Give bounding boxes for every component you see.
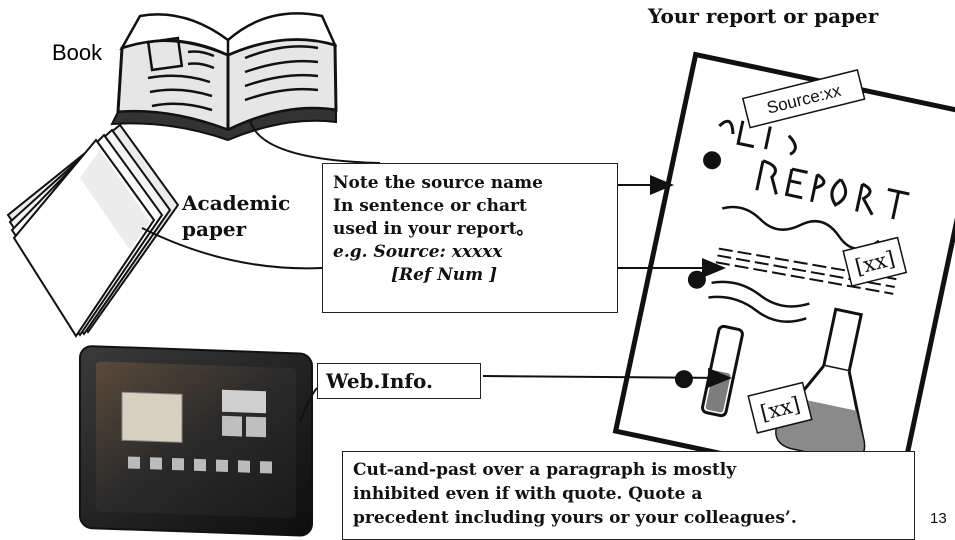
warning-line-1: Cut-and-past over a paragraph is mostly [353, 460, 737, 480]
note-example: e.g. Source: xxxxx [333, 242, 503, 262]
web-info-box: Web.Info. [317, 363, 481, 399]
ref-tag-bottom: [xx] [747, 381, 813, 434]
academic-connector-line [141, 227, 323, 270]
source-note-box: Note the source name In sentence or char… [322, 163, 618, 313]
academic-label-line1: Academic [182, 191, 291, 215]
page-title: Your report or paper [648, 4, 879, 28]
book-icon [110, 12, 338, 142]
warning-line-2: inhibited even if with quote. Quote a [353, 484, 703, 504]
academic-label-line2: paper [182, 217, 247, 241]
book-label: Book [52, 40, 103, 65]
academic-paper-label: Academic paper [182, 190, 290, 242]
warning-line-3: precedent including yours or your collea… [353, 508, 797, 528]
book-connector-line [249, 119, 381, 164]
note-line-3: used in your report。 [333, 219, 534, 239]
ref-tag-top: [xx] [842, 236, 908, 287]
web-connector-line [299, 387, 318, 423]
tablet-icon [79, 345, 313, 537]
note-ref-num: [Ref Num ] [391, 265, 498, 285]
note-line-1: Note the source name [333, 173, 543, 193]
copy-warning-box: Cut-and-past over a paragraph is mostly … [342, 451, 915, 540]
web-arrow [482, 367, 732, 388]
note-line-2: In sentence or chart [333, 196, 527, 216]
academic-paper-icon [6, 123, 180, 338]
page-number: 13 [930, 510, 947, 527]
